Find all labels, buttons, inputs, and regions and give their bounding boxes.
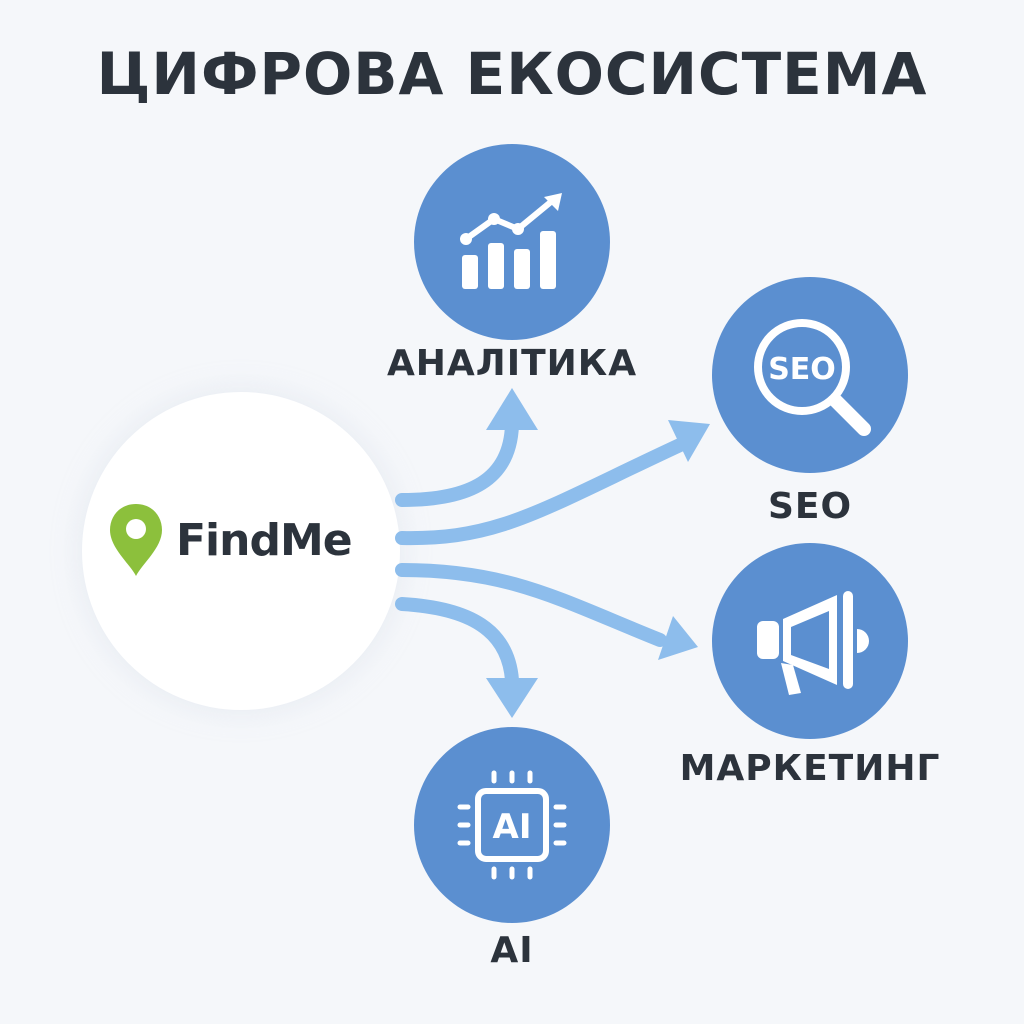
arrowhead-analytics <box>486 388 538 430</box>
arrow-to-marketing <box>395 563 667 647</box>
seo-badge: SEO <box>768 352 836 387</box>
location-pin-icon <box>110 504 162 576</box>
seo-node: SEO <box>712 277 908 473</box>
bar-chart-icon <box>460 193 562 289</box>
arrowhead-marketing <box>658 616 698 660</box>
arrowhead-ai <box>486 678 538 718</box>
megaphone-icon <box>757 591 869 695</box>
marketing-label: МАРКЕТИНГ <box>679 748 941 789</box>
marketing-node <box>712 543 908 739</box>
arrowhead-seo <box>668 420 710 462</box>
analytics-node <box>414 144 610 340</box>
magnifier-icon: SEO <box>754 319 871 436</box>
ai-label: AI <box>490 930 534 971</box>
arrow-to-ai <box>395 597 519 687</box>
seo-label: SEO <box>767 486 853 527</box>
ai-node: AI <box>414 727 610 923</box>
diagram-title: ЦИФРОВА ЕКОСИСТЕМА <box>96 40 928 108</box>
chip-icon: AI <box>457 770 567 880</box>
arrow-to-seo <box>395 438 687 546</box>
findme-logo: FindMe <box>106 500 353 580</box>
ai-badge: AI <box>493 807 532 847</box>
brand-name: FindMe <box>176 514 353 566</box>
arrow-to-analytics <box>395 418 519 507</box>
analytics-label: АНАЛІТИКА <box>386 343 638 384</box>
